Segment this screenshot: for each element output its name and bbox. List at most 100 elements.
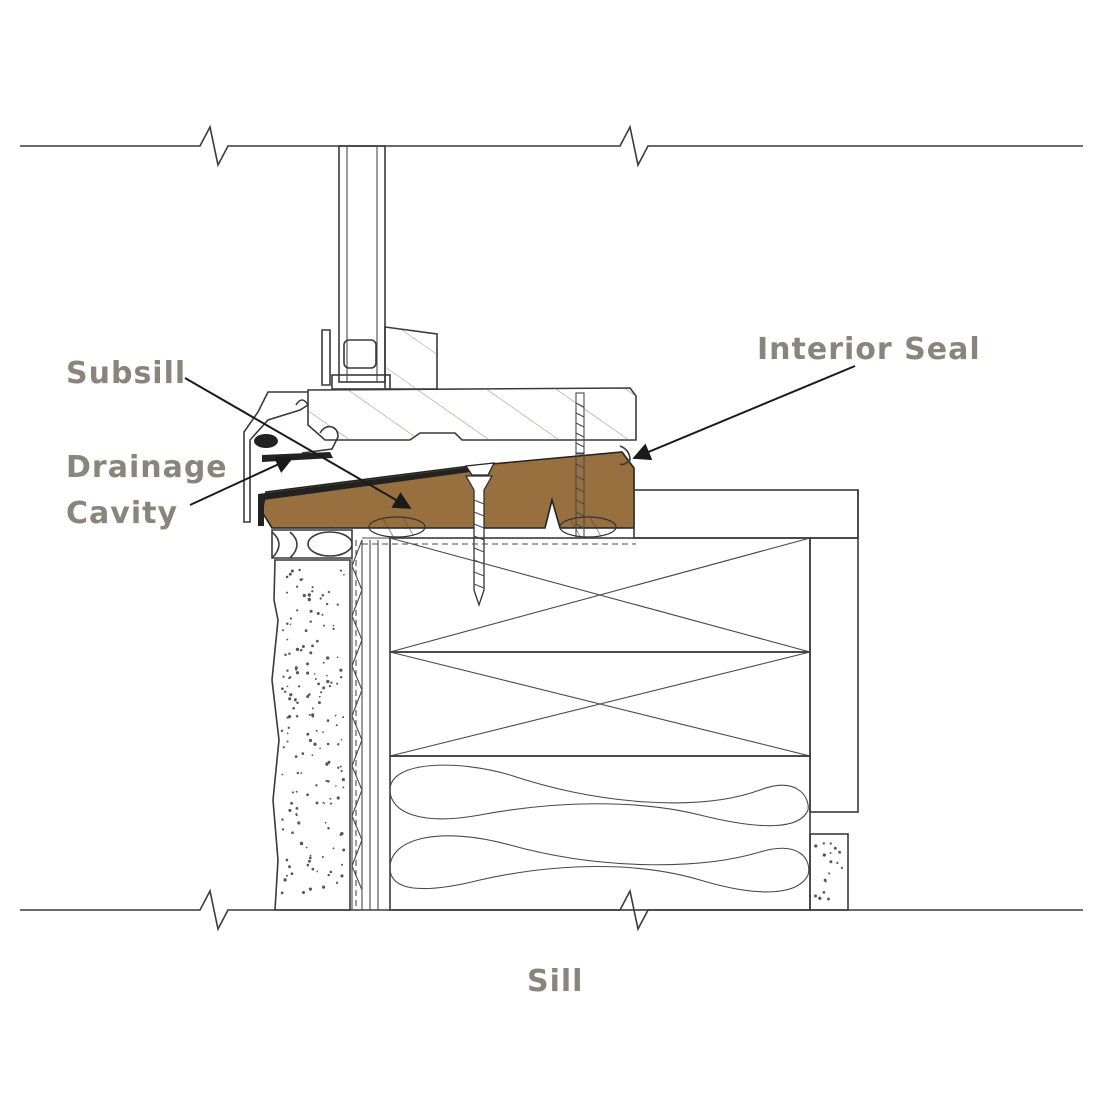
speckle	[308, 887, 312, 891]
speckle	[295, 585, 299, 588]
speckle	[337, 766, 340, 769]
speckle	[335, 724, 338, 727]
speckle	[342, 786, 345, 789]
speckle	[322, 731, 324, 733]
speckle	[339, 668, 343, 672]
speckle	[280, 729, 284, 733]
speckle	[330, 681, 333, 684]
speckle	[281, 773, 284, 776]
speckle	[308, 859, 311, 863]
speckle	[307, 597, 311, 602]
speckle	[329, 797, 332, 800]
speckle	[823, 878, 827, 882]
speckle	[318, 695, 321, 698]
speckle	[311, 590, 314, 593]
speckle	[295, 671, 300, 675]
speckle	[292, 707, 296, 710]
speckle	[838, 851, 842, 854]
speckle	[306, 694, 310, 699]
speckle	[321, 855, 324, 859]
speckle	[321, 613, 324, 616]
interior-apron	[809, 537, 859, 813]
speckle	[306, 732, 310, 736]
speckle	[814, 844, 818, 848]
speckle	[311, 714, 315, 718]
speckle	[299, 648, 303, 652]
subsill-leader	[184, 377, 412, 509]
speckle	[294, 666, 298, 670]
speckle	[296, 609, 299, 612]
speckle	[285, 575, 289, 579]
subsill	[258, 451, 635, 529]
speckle	[306, 863, 310, 867]
speckle	[295, 668, 298, 671]
speckle	[319, 747, 321, 750]
speckle	[286, 716, 289, 719]
speckle	[308, 713, 311, 717]
speckle	[336, 796, 340, 800]
speckle	[332, 847, 335, 850]
speckle	[322, 661, 325, 664]
speckle	[818, 896, 822, 900]
speckle	[308, 856, 312, 860]
speckle	[295, 813, 298, 816]
speckle	[340, 738, 343, 741]
subsill-label: Subsill	[66, 356, 187, 391]
speckle	[332, 627, 335, 631]
speckle	[297, 821, 301, 825]
speckle	[288, 676, 292, 679]
speckle	[822, 853, 826, 857]
speckle	[316, 612, 320, 615]
speckle	[833, 846, 837, 850]
speckle	[315, 729, 318, 732]
speckle	[301, 645, 305, 648]
speckle	[285, 874, 288, 877]
speckle	[309, 854, 312, 857]
speckle	[340, 676, 343, 679]
speckle	[288, 572, 292, 576]
speckle	[311, 867, 315, 871]
speckle	[322, 686, 326, 690]
speckle	[286, 638, 289, 641]
speckle	[296, 701, 299, 704]
speckle	[342, 848, 346, 852]
speckle	[339, 569, 342, 572]
speckle	[289, 693, 293, 697]
speckle	[281, 818, 284, 821]
speckle	[286, 740, 289, 743]
glazing-unit	[321, 145, 386, 386]
speckle	[327, 760, 331, 764]
diagram-caption: Sill	[527, 964, 584, 999]
speckle	[327, 826, 330, 830]
drainage-cavity-label-line2: Cavity	[66, 496, 178, 531]
speckle	[306, 793, 309, 797]
speckle	[840, 866, 844, 869]
sash-bottom-rail	[307, 374, 637, 441]
speckle	[329, 802, 333, 805]
interior-drywall	[809, 833, 849, 911]
speckle	[288, 652, 291, 655]
speckle	[307, 593, 311, 597]
speckle	[325, 762, 329, 766]
speckle	[298, 685, 301, 688]
top-break-line	[20, 124, 1083, 168]
speckle	[306, 662, 309, 666]
speckle	[828, 872, 831, 875]
speckle	[315, 784, 318, 787]
speckle	[306, 671, 310, 675]
speckle	[327, 873, 330, 877]
insulation-batt	[389, 755, 811, 911]
speckle	[324, 821, 327, 824]
speckle	[326, 656, 330, 660]
speckle	[289, 617, 292, 620]
speckle	[314, 678, 317, 680]
speckle	[309, 651, 313, 655]
speckle	[341, 778, 345, 782]
speckle	[326, 674, 328, 677]
framing-sill-plates	[389, 537, 811, 757]
speckle	[286, 732, 289, 735]
speckle	[321, 594, 325, 597]
speckle	[288, 697, 292, 701]
speckle	[289, 623, 292, 626]
